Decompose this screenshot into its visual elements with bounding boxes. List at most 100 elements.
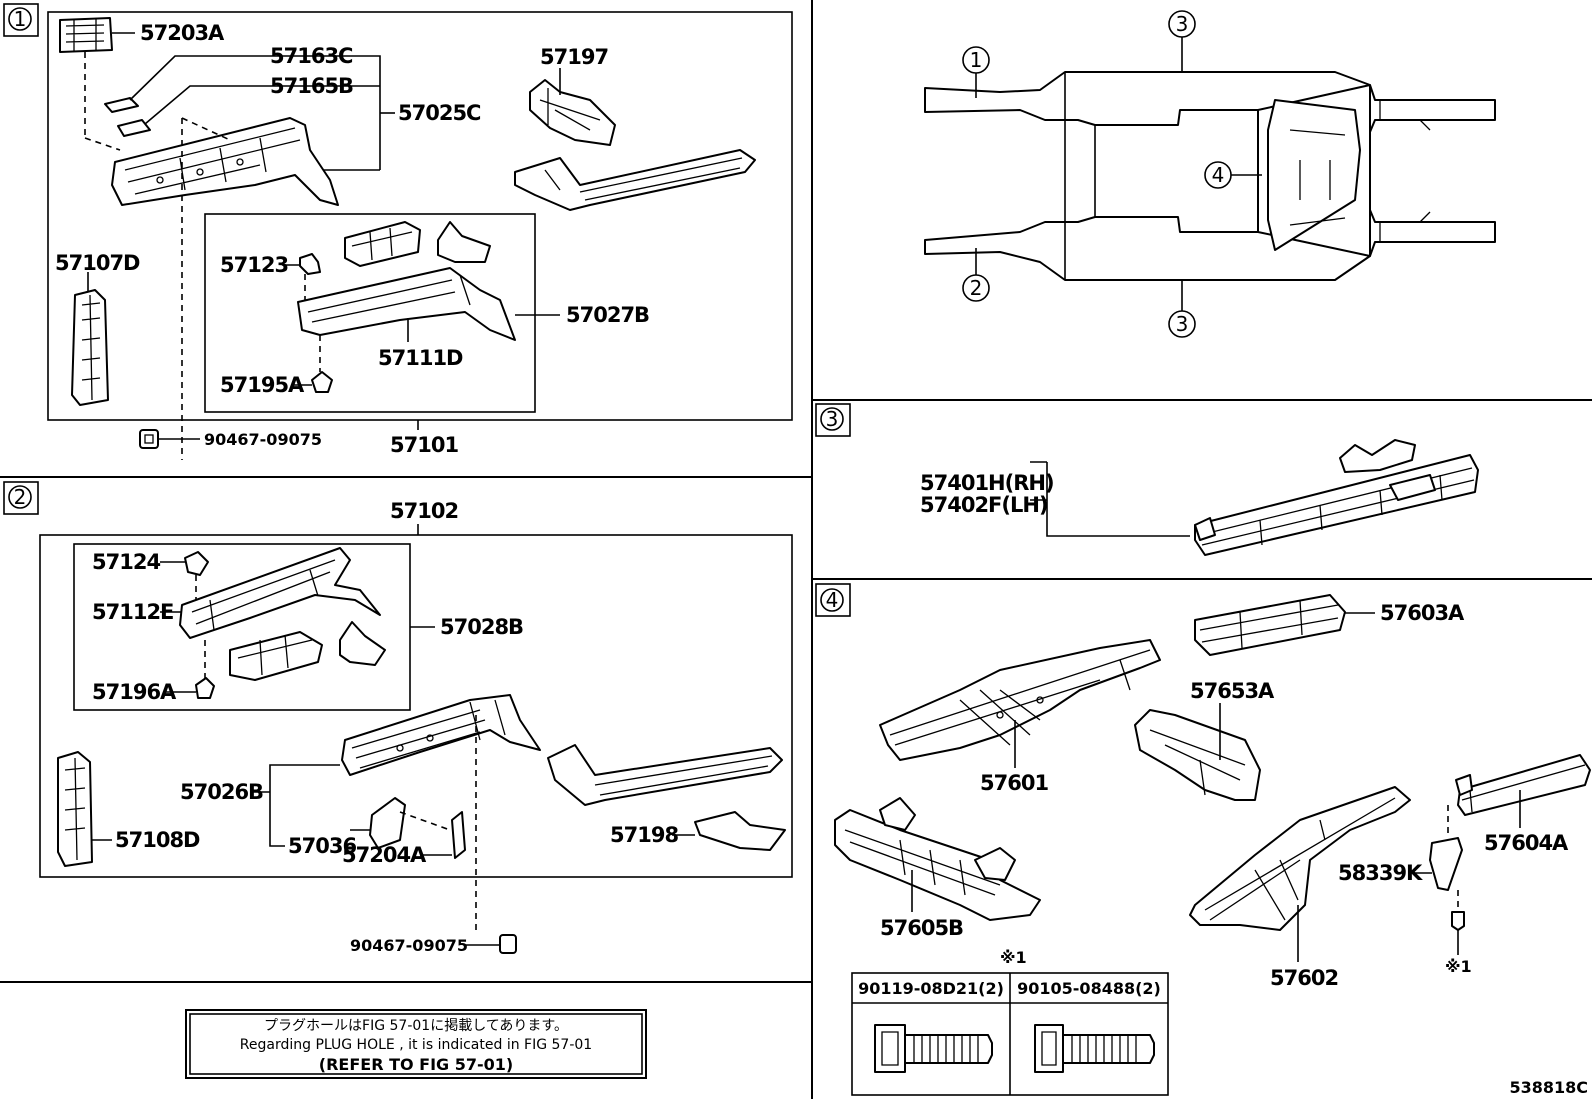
section-marker-1: 1 [3, 3, 39, 37]
section-marker-2: 2 [3, 481, 39, 515]
label-57102: 57102 [390, 499, 458, 523]
part-90467-09075-s2 [499, 934, 517, 954]
part-sill-s2 [547, 744, 783, 806]
label-57163c: 57163C [270, 44, 353, 68]
part-58339k [1429, 837, 1463, 891]
part-57026b [341, 694, 541, 776]
overview-callout-2: 2 [970, 276, 983, 300]
section-2: 57102 57124 57112E 57028B 57196A [39, 499, 793, 955]
part-reinforcement-s2 [229, 631, 323, 681]
part-57401h-57402f [1194, 439, 1479, 556]
part-57196a [195, 677, 215, 699]
label-57108d: 57108D [115, 828, 200, 852]
part-57111d [297, 267, 516, 341]
part-90467-09075-s1 [139, 429, 159, 449]
part-sill-rear [514, 149, 756, 211]
assembly-box-57102 [39, 534, 793, 878]
note-english: Regarding PLUG HOLE , it is indicated in… [240, 1037, 592, 1053]
label-57123: 57123 [220, 253, 288, 277]
assembly-box-57101 [47, 11, 793, 421]
label-58339k: 58339K [1338, 861, 1423, 885]
label-57195a: 57195A [220, 373, 305, 397]
section-1-number: 1 [14, 7, 27, 31]
bolt-label-90105-08488: 90105-08488(2) [1017, 979, 1161, 998]
part-57602 [1189, 786, 1411, 931]
part-57112e [179, 547, 381, 639]
part-57163c [104, 97, 139, 113]
part-57124 [184, 551, 209, 576]
bolt-ref-1 [1451, 911, 1465, 955]
note-box: プラグホールはFIG 57-01に掲載してあります。 Regarding PLU… [185, 1009, 647, 1079]
section-marker-4: 4 [815, 583, 851, 617]
part-57195a [311, 371, 333, 393]
subassembly-box-57027b [204, 213, 536, 413]
label-90467-09075-s1: 90467-09075 [204, 430, 322, 449]
label-57198: 57198 [610, 823, 678, 847]
part-57601 [879, 639, 1161, 761]
label-57401h-rh: 57401H(RH) [920, 471, 1054, 495]
label-57603a: 57603A [1380, 601, 1465, 625]
label-57112e: 57112E [92, 600, 173, 624]
part-57123 [299, 253, 321, 275]
label-57025c: 57025C [398, 101, 481, 125]
label-57026b: 57026B [180, 780, 263, 804]
section-3: 57401H(RH) 57402F(LH) [920, 439, 1479, 556]
label-57204a: 57204A [342, 843, 427, 867]
label-57036: 57036 [288, 834, 356, 858]
overview-callout-1: 1 [970, 48, 983, 72]
part-57107d [71, 289, 109, 406]
part-57197 [529, 79, 616, 146]
label-57196a: 57196A [92, 680, 177, 704]
section-marker-3: 3 [815, 403, 851, 437]
section-3-number: 3 [826, 407, 839, 431]
note-japanese: プラグホールはFIG 57-01に掲載してあります。 [264, 1018, 568, 1034]
overview-callout-3-top: 3 [1176, 12, 1189, 36]
part-57203a [59, 17, 113, 53]
section-1: 57203A 57163C 57165B 57025C 57197 [47, 11, 793, 460]
label-57107d: 57107D [55, 251, 140, 275]
bolt-90105-08488-drawing [1034, 1024, 1155, 1073]
label-57602: 57602 [1270, 966, 1338, 990]
note-reference: (REFER TO FIG 57-01) [319, 1055, 513, 1074]
label-57605b: 57605B [880, 916, 963, 940]
overview-callouts: 1 2 3 3 4 [962, 10, 1262, 338]
label-57165b: 57165B [270, 74, 353, 98]
label-57124: 57124 [92, 550, 160, 574]
part-reinforcement-upper [344, 221, 421, 267]
frame-overview [924, 71, 1496, 281]
label-57601: 57601 [980, 771, 1048, 795]
label-57197: 57197 [540, 45, 608, 69]
part-57025c [111, 117, 339, 206]
label-57203a: 57203A [140, 21, 225, 45]
part-57165b [117, 119, 151, 137]
part-57653a [1134, 709, 1261, 801]
bolt-table: ※1 90119-08D21(2) 90105-08488(2) [851, 948, 1169, 1096]
bolt-90119-08d21-drawing [874, 1024, 993, 1073]
part-bracket-upper [437, 221, 491, 263]
bolt-label-90119-08d21: 90119-08D21(2) [858, 979, 1004, 998]
section-4-number: 4 [826, 588, 839, 612]
part-57204a [451, 811, 466, 859]
bolt-table-ref-mark: ※1 [1000, 948, 1027, 967]
label-57027b: 57027B [566, 303, 649, 327]
section-4: 57603A 57601 57653A 57604A 58339K [834, 594, 1591, 990]
label-57111d: 57111D [378, 346, 463, 370]
overview-callout-3-bottom: 3 [1176, 312, 1189, 336]
label-57402f-lh: 57402F(LH) [920, 493, 1048, 517]
section-2-number: 2 [14, 485, 27, 509]
label-57604a: 57604A [1484, 831, 1569, 855]
overview-callout-4: 4 [1212, 163, 1225, 187]
label-57028b: 57028B [440, 615, 523, 639]
part-57603a [1194, 594, 1346, 656]
part-57604a [1455, 754, 1591, 816]
part-57036 [369, 797, 406, 849]
part-57198 [694, 811, 786, 851]
label-ref-1: ※1 [1445, 957, 1472, 976]
drawing-id: 538818C [1509, 1078, 1588, 1097]
part-bracket-s2 [339, 621, 386, 666]
part-57108d [57, 751, 93, 867]
label-57101: 57101 [390, 433, 458, 457]
part-57605b [834, 797, 1041, 921]
